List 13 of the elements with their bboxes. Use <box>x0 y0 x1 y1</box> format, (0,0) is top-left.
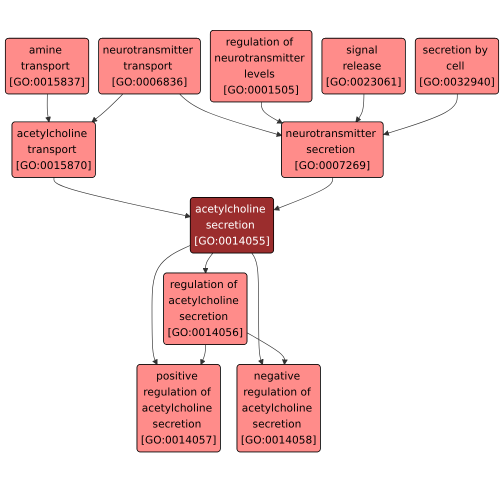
arrow <box>200 344 206 365</box>
arrow <box>261 102 283 124</box>
arrow <box>202 252 213 274</box>
arrow <box>45 94 51 122</box>
arrow <box>252 252 264 365</box>
arrow <box>179 94 282 137</box>
arrow <box>54 177 191 218</box>
arrow <box>152 244 191 365</box>
arrow <box>383 94 458 136</box>
arrow <box>247 332 288 365</box>
arrow <box>274 177 334 211</box>
arrow <box>355 94 364 122</box>
arrow <box>91 94 124 122</box>
